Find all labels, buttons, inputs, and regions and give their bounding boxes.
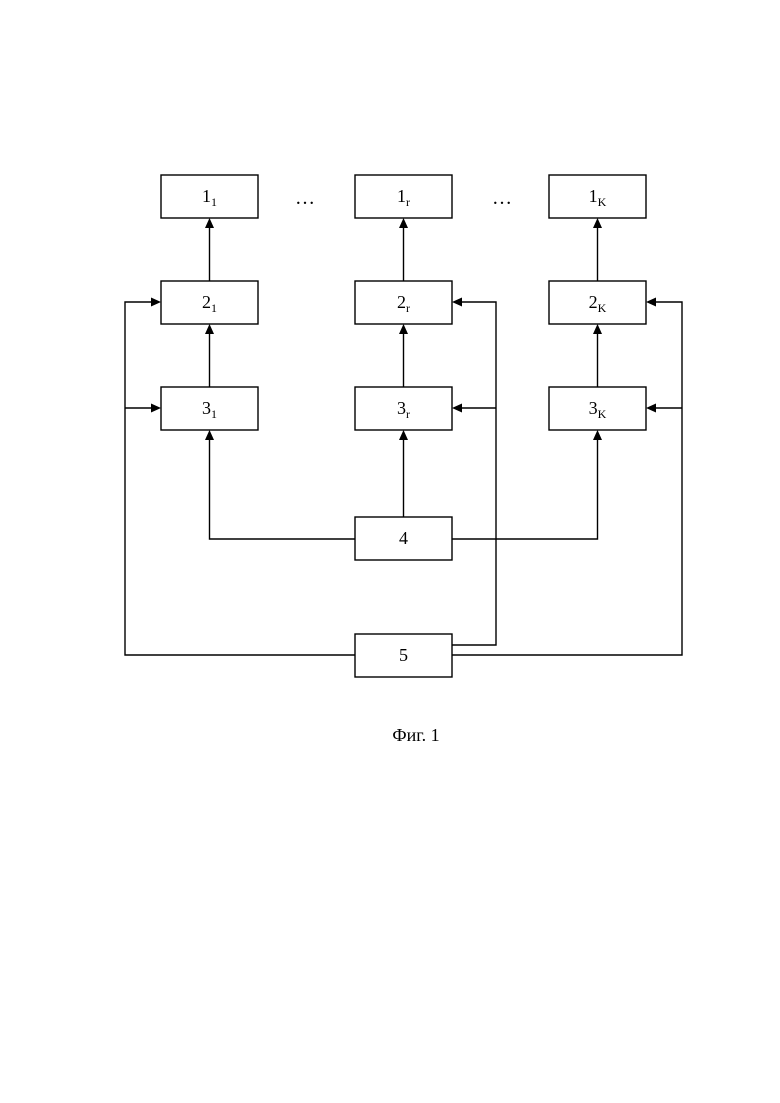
connector-3-1-to-2-1: [205, 324, 214, 387]
connector-4-to-3-r: [399, 430, 408, 517]
block-1-r: 1r: [355, 175, 452, 218]
ellipsis-left: …: [295, 187, 317, 209]
connector-3-r-to-2-r: [399, 324, 408, 387]
figure-caption: Фиг. 1: [0, 725, 780, 746]
block-5: 5: [355, 634, 452, 677]
block-4-label: 4: [399, 528, 408, 548]
ellipsis-right: …: [492, 187, 514, 209]
connector-4-to-3-1: [205, 430, 355, 539]
block-3-1: 31: [161, 387, 258, 430]
block-5-label: 5: [399, 645, 408, 665]
block-3-r: 3r: [355, 387, 452, 430]
connector-3-k-to-2-k: [593, 324, 602, 387]
block-4: 4: [355, 517, 452, 560]
connector-5-to-column-1: [125, 298, 355, 656]
connector-2-r-to-1-r: [399, 218, 408, 281]
connector-5-to-column-r: [452, 298, 496, 646]
block-1-1: 11: [161, 175, 258, 218]
connector-2-k-to-1-k: [593, 218, 602, 281]
connector-4-to-3-k: [452, 430, 602, 539]
block-2-k: 2K: [549, 281, 646, 324]
connector-5-to-column-k: [452, 298, 682, 656]
block-2-r: 2r: [355, 281, 452, 324]
connector-2-1-to-1-1: [205, 218, 214, 281]
block-2-1: 21: [161, 281, 258, 324]
block-1-k: 1K: [549, 175, 646, 218]
block-3-k: 3K: [549, 387, 646, 430]
